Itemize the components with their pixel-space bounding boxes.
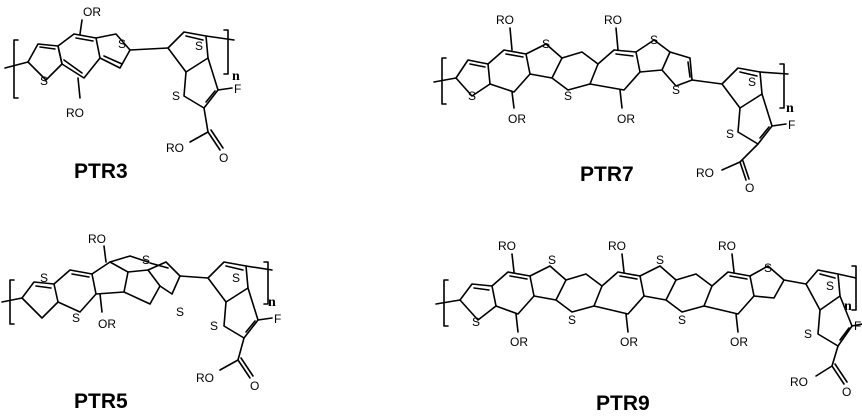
ptr7-s7: S: [726, 127, 734, 141]
ptr3-s4: S: [172, 89, 180, 103]
ptr9-n: n: [844, 299, 852, 314]
ptr9-or-bot1: OR: [510, 335, 528, 349]
ptr5-s3: S: [142, 253, 150, 267]
ptr5-f: F: [274, 312, 281, 326]
ptr7-bonds: [433, 27, 789, 181]
ptr5-ester-o: O: [250, 379, 259, 393]
ptr3-ester-ro: RO: [166, 141, 184, 155]
ptr3-ro-bottom: RO: [66, 106, 84, 120]
ptr9-label: PTR9: [596, 392, 650, 415]
ptr9-ro-top1: RO: [498, 239, 516, 253]
ptr3-or-top: OR: [83, 5, 101, 19]
molecule-ptr5: RO OR S S S S S S F RO O n PTR5: [1, 232, 281, 413]
ptr9-or-bot3: OR: [730, 335, 748, 349]
ptr7-s6: S: [748, 75, 756, 89]
ptr5-or-bottom: OR: [98, 317, 116, 331]
ptr9-ro-top3: RO: [718, 239, 736, 253]
ptr3-bonds: [4, 19, 235, 151]
ptr9-s1: S: [472, 315, 480, 329]
ptr5-label: PTR5: [74, 390, 128, 413]
ptr7-f: F: [788, 118, 795, 132]
ptr9-s4: S: [656, 253, 664, 267]
ptr9-s2: S: [548, 253, 556, 267]
ptr5-ester-ro: RO: [196, 371, 214, 385]
ptr9-s7: S: [826, 279, 834, 293]
ptr5-s5: S: [232, 271, 240, 285]
ptr9-f: F: [854, 319, 861, 333]
molecule-ptr3: OR RO S S S S F RO O n PTR3: [4, 5, 241, 183]
ptr3-label: PTR3: [74, 160, 128, 183]
molecule-ptr9: RO RO RO OR OR OR S S S S S S S S F RO O…: [435, 239, 862, 415]
ptr7-ro-top1: RO: [496, 13, 514, 27]
molecule-ptr7: RO RO OR OR S S S S S S S F RO O n PTR7: [433, 13, 795, 195]
ptr3-s1: S: [40, 74, 48, 88]
ptr5-n: n: [268, 295, 276, 310]
ptr9-ro-top2: RO: [608, 239, 626, 253]
ptr3-f: F: [234, 82, 241, 96]
ptr9-s8: S: [804, 327, 812, 341]
ptr5-ro-top: RO: [88, 232, 106, 246]
ptr7-or-bot1: OR: [508, 112, 526, 126]
ptr7-n: n: [786, 101, 794, 116]
ptr7-s3: S: [564, 89, 572, 103]
ptr5-s2: S: [72, 311, 80, 325]
ptr3-n: n: [232, 69, 240, 84]
ptr7-or-bot2: OR: [617, 112, 635, 126]
ptr5-bonds: [1, 245, 273, 379]
ptr9-or-bot2: OR: [620, 335, 638, 349]
ptr7-s2: S: [542, 37, 550, 51]
ptr9-s6: S: [764, 261, 772, 275]
ptr9-ester-ro: RO: [790, 375, 808, 389]
ptr5-s1: S: [40, 271, 48, 285]
ptr7-ro-top2: RO: [604, 13, 622, 27]
ptr7-ester-o: O: [745, 181, 754, 195]
ptr5-s4: S: [176, 305, 184, 319]
ptr9-s5: S: [678, 313, 686, 327]
ptr7-s4: S: [650, 33, 658, 47]
ptr9-ester-o: O: [842, 385, 851, 399]
ptr9-s3: S: [568, 313, 576, 327]
ptr3-ester-o: O: [219, 151, 228, 165]
ptr5-s6: S: [210, 319, 218, 333]
ptr3-s2: S: [118, 37, 126, 51]
ptr9-bonds: [435, 253, 862, 385]
ptr7-s5: S: [672, 83, 680, 97]
ptr7-s1: S: [468, 89, 476, 103]
ptr7-ester-ro: RO: [696, 166, 714, 180]
ptr3-s3: S: [195, 39, 203, 53]
ptr7-label: PTR7: [580, 163, 634, 186]
